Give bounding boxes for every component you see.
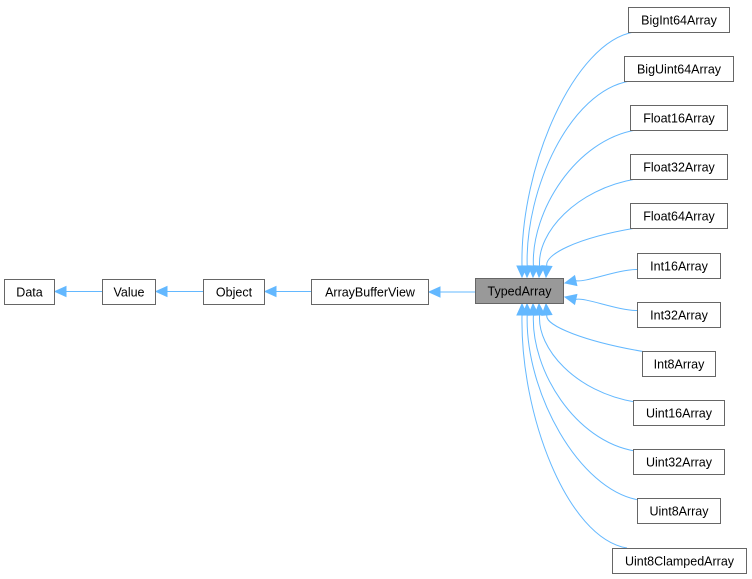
node-float64-array[interactable]: Float64Array xyxy=(630,203,728,229)
node-label: ArrayBufferView xyxy=(325,286,416,300)
edge-float16-array-to-typed-array xyxy=(532,129,637,267)
node-box xyxy=(203,279,265,305)
node-box xyxy=(612,548,747,574)
edge-float64-array-to-typed-array xyxy=(546,227,637,267)
node-label: Data xyxy=(16,286,42,300)
node-data[interactable]: Data xyxy=(4,279,55,305)
node-box xyxy=(4,279,55,305)
node-big-int64-array[interactable]: BigInt64Array xyxy=(628,7,730,33)
node-box xyxy=(311,279,429,305)
edge-uint8-array-to-typed-array xyxy=(526,314,640,501)
node-box xyxy=(633,400,725,426)
node-int16-array[interactable]: Int16Array xyxy=(637,253,721,279)
edge-big-int64-array-to-typed-array xyxy=(521,31,635,267)
node-label: Int32Array xyxy=(650,309,708,323)
node-box xyxy=(628,7,730,33)
edge-uint8-clamped-array-to-typed-array xyxy=(521,314,628,549)
edge-float32-array-to-typed-array-arrowhead xyxy=(533,265,546,279)
node-label: Float16Array xyxy=(643,112,715,126)
node-box xyxy=(624,56,734,82)
node-label: Uint8ClampedArray xyxy=(625,555,735,569)
node-label: Value xyxy=(113,286,144,300)
node-label: Float32Array xyxy=(643,161,715,175)
node-box xyxy=(633,449,725,475)
node-label: Float64Array xyxy=(643,210,715,224)
node-big-uint64-array[interactable]: BigUint64Array xyxy=(624,56,734,82)
node-int8-array[interactable]: Int8Array xyxy=(642,351,716,377)
node-box xyxy=(637,302,721,328)
node-box xyxy=(630,105,728,131)
node-object[interactable]: Object xyxy=(203,279,265,305)
edge-int8-array-to-typed-array xyxy=(546,314,647,353)
node-box xyxy=(637,253,721,279)
edge-int8-array-to-typed-array-arrowhead xyxy=(541,302,553,316)
node-array-buffer-view[interactable]: ArrayBufferView xyxy=(311,279,429,305)
node-label: BigInt64Array xyxy=(641,14,717,28)
node-box xyxy=(642,351,716,377)
node-uint32-array[interactable]: Uint32Array xyxy=(633,449,725,475)
node-box xyxy=(630,203,728,229)
edge-int32-array-to-typed-array-arrowhead xyxy=(563,293,578,306)
edge-float64-array-to-typed-array-arrowhead xyxy=(541,265,553,279)
edge-object-to-value-arrowhead xyxy=(154,285,168,298)
node-float16-array[interactable]: Float16Array xyxy=(630,105,728,131)
node-label: Uint8Array xyxy=(649,505,709,519)
node-box xyxy=(475,278,564,304)
nodes-layer: Data Value Object ArrayBufferView TypedArray… xyxy=(4,7,747,574)
node-label: Uint16Array xyxy=(646,407,713,421)
node-uint16-array[interactable]: Uint16Array xyxy=(633,400,725,426)
edge-int32-array-to-typed-array xyxy=(575,298,638,311)
edge-array-buffer-view-to-object-arrowhead xyxy=(263,285,277,298)
edge-uint32-array-to-typed-array xyxy=(532,314,636,452)
edge-uint16-array-to-typed-array xyxy=(539,314,636,403)
node-label: Int8Array xyxy=(654,358,705,372)
edge-big-uint64-array-to-typed-array xyxy=(526,80,631,267)
edge-uint8-clamped-array-to-typed-array-arrowhead xyxy=(516,302,528,316)
node-box xyxy=(637,498,721,524)
edge-int16-array-to-typed-array-arrowhead xyxy=(563,274,578,287)
edge-value-to-data-arrowhead xyxy=(53,285,67,298)
edge-int16-array-to-typed-array xyxy=(575,269,638,282)
node-label: Int16Array xyxy=(650,260,708,274)
edge-typed-array-to-array-buffer-view-arrowhead xyxy=(427,286,441,298)
node-uint8-array[interactable]: Uint8Array xyxy=(637,498,721,524)
node-uint8-clamped-array[interactable]: Uint8ClampedArray xyxy=(612,548,747,574)
node-typed-array[interactable]: TypedArray xyxy=(475,278,564,304)
edge-float32-array-to-typed-array xyxy=(539,178,637,267)
node-value[interactable]: Value xyxy=(102,279,156,305)
node-label: TypedArray xyxy=(488,285,553,299)
edges-layer xyxy=(53,31,647,549)
node-label: BigUint64Array xyxy=(637,63,722,77)
node-int32-array[interactable]: Int32Array xyxy=(637,302,721,328)
node-label: Uint32Array xyxy=(646,456,713,470)
node-float32-array[interactable]: Float32Array xyxy=(630,154,728,180)
node-label: Object xyxy=(216,286,253,300)
node-box xyxy=(102,279,156,305)
node-box xyxy=(630,154,728,180)
